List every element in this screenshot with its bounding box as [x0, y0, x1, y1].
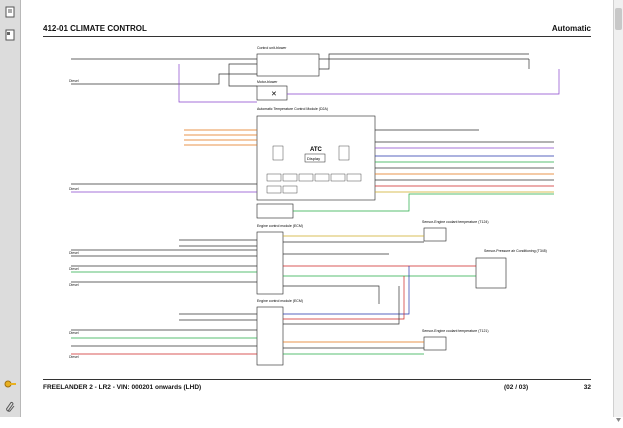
svg-text:✕: ✕: [271, 91, 277, 98]
ground-label: Diesel: [69, 251, 79, 255]
footer-page-number: 32: [583, 384, 591, 391]
ground-label: Diesel: [69, 331, 79, 335]
atc-module: Automatic Temperature Control Module (D2…: [256, 107, 376, 201]
ecm-2: Engine control module (ECM): [256, 299, 303, 366]
wiring-schematic: Control unit-blower Motor-blower ✕ Autom…: [69, 46, 560, 366]
ground-label: Diesel: [69, 267, 79, 271]
document-page: 412-01 CLIMATE CONTROL Automatic Control…: [29, 14, 605, 410]
header-rule: [43, 36, 591, 37]
ecm-2-label: Engine control module (ECM): [257, 299, 303, 303]
blower-relay: Control unit-blower: [256, 46, 320, 77]
temp-sensor-1-label: Sensor-Engine coolant temperature (T124): [422, 220, 489, 224]
atc-display-label: Display: [307, 156, 320, 161]
blower-motor-label: Motor-blower: [257, 80, 278, 84]
key-icon[interactable]: [4, 378, 16, 390]
ground-label: Diesel: [69, 355, 79, 359]
header-title: 412-01 CLIMATE CONTROL: [43, 24, 147, 33]
scroll-up-icon[interactable]: [615, 1, 622, 13]
ecm-1-label: Engine control module (ECM): [257, 224, 303, 228]
temp-sensor-1: Sensor-Engine coolant temperature (T124): [422, 220, 489, 242]
ground-label: Diesel: [69, 187, 79, 191]
scroll-down-icon[interactable]: [615, 410, 622, 422]
blower-motor: Motor-blower ✕: [256, 80, 288, 101]
vertical-scrollbar[interactable]: [613, 0, 623, 422]
page-icon[interactable]: [4, 5, 16, 18]
temp-sensor-2: Sensor-Engine coolant temperature (T121): [422, 329, 489, 351]
ecm-1: Engine control module (ECM): [256, 224, 303, 295]
wires: [71, 53, 560, 355]
atc-center-label: ATC: [310, 147, 323, 153]
scroll-thumb[interactable]: [615, 8, 622, 30]
ground-label: Diesel: [69, 79, 79, 83]
pressure-sensor-label: Sensor-Pressure air Conditioning (T345): [484, 249, 547, 253]
ground-label: Diesel: [69, 283, 79, 287]
header-right: Automatic: [551, 24, 591, 33]
footer-rule: [43, 379, 591, 380]
sidebar: [0, 0, 21, 417]
paperclip-icon[interactable]: [4, 400, 16, 412]
pressure-sensor: Sensor-Pressure air Conditioning (T345): [475, 249, 547, 289]
footer-left: FREELANDER 2 - LR2 - VIN: 000201 onwards…: [43, 384, 202, 391]
temp-sensor-2-label: Sensor-Engine coolant temperature (T121): [422, 329, 489, 333]
sub-module: [256, 203, 294, 219]
footer-page-fraction: (02 / 03): [504, 384, 529, 391]
atc-module-label: Automatic Temperature Control Module (D2…: [257, 107, 328, 111]
attachment-icon[interactable]: [4, 28, 16, 41]
document-viewer: 412-01 CLIMATE CONTROL Automatic Control…: [21, 0, 613, 417]
blower-relay-label: Control unit-blower: [257, 46, 287, 50]
